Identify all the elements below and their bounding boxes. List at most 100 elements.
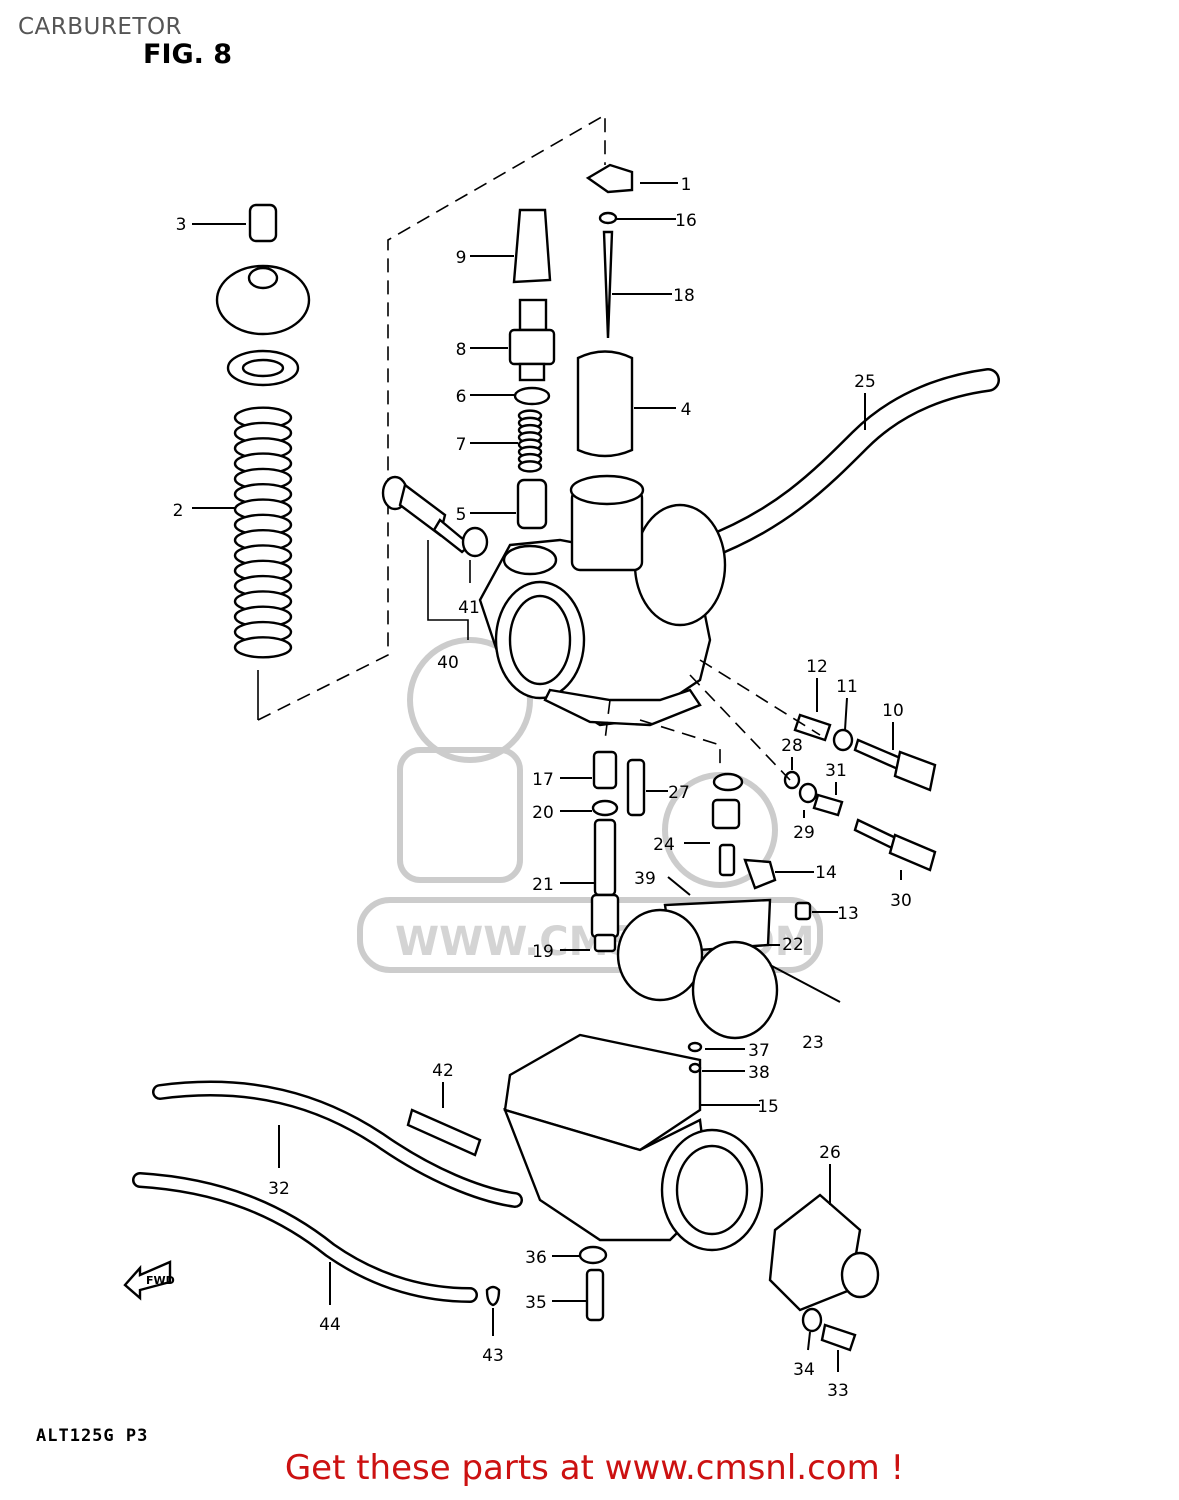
callout-6: 6 (456, 387, 467, 407)
part-37-oring (687, 1041, 703, 1053)
callout-27: 27 (668, 783, 690, 803)
float-bowl (502, 1108, 764, 1252)
callout-30: 30 (890, 891, 912, 911)
part-11-washer (832, 728, 854, 752)
leader-line-39 (667, 876, 691, 896)
part-20-oring (591, 799, 619, 817)
callout-24: 24 (653, 835, 675, 855)
part-12-spring (793, 713, 832, 742)
callout-7: 7 (456, 435, 467, 455)
part-30-screw (853, 818, 937, 872)
part-42-drain-screw (406, 1108, 482, 1157)
part-18-needle (602, 230, 614, 339)
callout-1: 1 (681, 175, 692, 195)
part-43-clip (485, 1285, 501, 1307)
part-21-needle-jet (593, 818, 617, 897)
part-cap-nut (215, 264, 311, 387)
callout-38: 38 (748, 1063, 770, 1083)
leader-lines (192, 182, 902, 1372)
bracket-lines (257, 113, 606, 721)
part-40-pilot-screw (381, 475, 472, 554)
callout-15: 15 (757, 1097, 779, 1117)
callout-25: 25 (854, 372, 876, 392)
part-31-spring (812, 793, 844, 817)
part-oring-small (712, 772, 744, 792)
callout-16: 16 (675, 211, 697, 231)
callout-8: 8 (456, 340, 467, 360)
part-36-washer (578, 1245, 608, 1265)
cta-text: Get these parts at www.cmsnl.com ! (284, 1448, 905, 1488)
fwd-label: FWD (146, 1274, 175, 1287)
callout-13: 13 (837, 904, 859, 924)
callout-32: 32 (268, 1179, 290, 1199)
callout-3: 3 (176, 215, 187, 235)
part-13-screw (794, 901, 812, 921)
part-2-spring (233, 406, 293, 659)
part-3-cap (248, 203, 278, 243)
callout-39: 39 (634, 869, 656, 889)
callout-18: 18 (673, 286, 695, 306)
part-24-needle-valve (711, 798, 741, 877)
callout-31: 31 (825, 761, 847, 781)
figure-label: FIG. 8 (143, 39, 233, 70)
callout-26: 26 (819, 1143, 841, 1163)
part-34-washer (801, 1307, 823, 1333)
callout-40: 40 (437, 653, 459, 673)
part-33-screw (820, 1323, 857, 1352)
carburetor-body (478, 474, 727, 727)
part-5-plunger (516, 478, 548, 530)
page-title: CARBURETOR (18, 14, 183, 40)
guide-lines (604, 659, 821, 781)
part-7-spring (517, 409, 543, 473)
callout-44: 44 (319, 1315, 341, 1335)
part-29-washer (798, 782, 818, 804)
fwd-arrow: FWD (123, 1260, 175, 1301)
part-4-throttle-valve (576, 350, 634, 458)
part-17-jet (592, 750, 618, 790)
callout-34: 34 (793, 1360, 815, 1380)
part-8-adjuster (508, 298, 556, 382)
callout-11: 11 (836, 677, 858, 697)
callouts: 1234567891011121314151617181920212223242… (173, 175, 912, 1401)
callout-10: 10 (882, 701, 904, 721)
callout-43: 43 (482, 1346, 504, 1366)
part-22-float (616, 908, 779, 1040)
callout-42: 42 (432, 1061, 454, 1081)
part-19-main-jet (590, 893, 620, 939)
callout-9: 9 (456, 248, 467, 268)
callout-22: 22 (782, 935, 804, 955)
callout-37: 37 (748, 1041, 770, 1061)
part-35-screw (585, 1268, 605, 1322)
callout-33: 33 (827, 1381, 849, 1401)
part-23-float-pin (769, 964, 841, 1003)
part-27-pilot-jet (626, 758, 646, 817)
part-41-oring (461, 526, 489, 558)
part-6-oring (513, 386, 551, 406)
callout-14: 14 (815, 863, 837, 883)
part-9-cover (512, 208, 552, 284)
callout-20: 20 (532, 803, 554, 823)
part-16-clip (598, 211, 618, 225)
callout-21: 21 (532, 875, 554, 895)
part-26-cover (768, 1193, 880, 1312)
callout-12: 12 (806, 657, 828, 677)
callout-23: 23 (802, 1033, 824, 1053)
model-code: ALT125G P3 (36, 1426, 149, 1446)
watermark-logo (357, 637, 823, 973)
leader-line-11 (844, 697, 848, 731)
callout-4: 4 (681, 400, 692, 420)
callout-41: 41 (458, 598, 480, 618)
leader-line-34 (807, 1331, 811, 1351)
callout-5: 5 (456, 505, 467, 525)
part-38-oring (688, 1062, 702, 1074)
callout-29: 29 (793, 823, 815, 843)
callout-35: 35 (525, 1293, 547, 1313)
part-1-clip (585, 163, 634, 194)
part-28-oring (783, 770, 801, 790)
part-10-screw (853, 738, 937, 792)
callout-19: 19 (532, 942, 554, 962)
callout-17: 17 (532, 770, 554, 790)
callout-28: 28 (781, 736, 803, 756)
part-14-clip (743, 858, 777, 890)
